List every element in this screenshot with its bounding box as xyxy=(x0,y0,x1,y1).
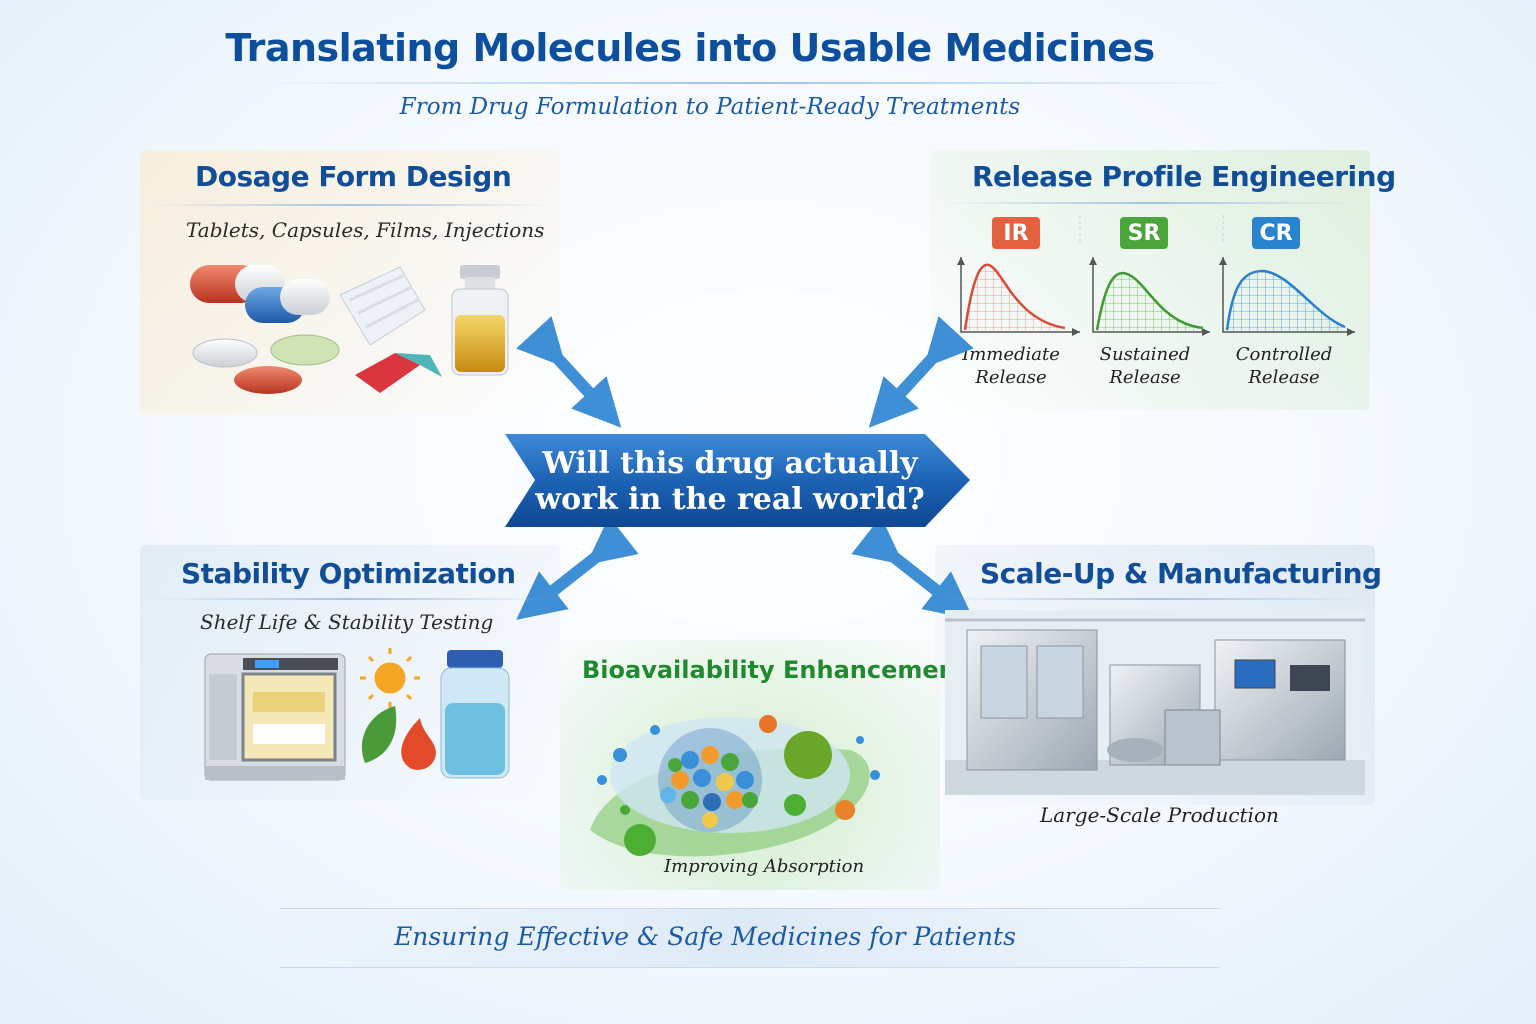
white-tablet-icon xyxy=(192,338,258,368)
scaleup-title: Scale-Up & Manufacturing xyxy=(980,557,1382,590)
stability-title: Stability Optimization xyxy=(181,557,516,590)
question-banner xyxy=(505,434,970,527)
red-tablet-icon xyxy=(234,366,302,394)
oil-vial-icon xyxy=(451,265,509,376)
red-white-capsule-icon xyxy=(190,265,285,303)
arrow-bottom-right xyxy=(851,516,974,620)
scaleup-caption: Large-Scale Production xyxy=(1040,803,1279,827)
water-jar-icon xyxy=(440,650,510,779)
arrow-bottom-left xyxy=(516,516,639,620)
bio-caption: Improving Absorption xyxy=(664,856,865,877)
page-title: Translating Molecules into Usable Medici… xyxy=(225,26,1155,70)
sr-curve xyxy=(1089,257,1210,336)
dosage-forms-illustration xyxy=(190,265,509,394)
flame-icon xyxy=(401,718,436,770)
footer-text: Ensuring Effective & Safe Medicines for … xyxy=(394,922,1016,951)
release-curves xyxy=(957,215,1355,336)
release-title: Release Profile Engineering xyxy=(972,160,1396,193)
stability-subtitle: Shelf Life & Stability Testing xyxy=(200,610,494,634)
stability-chamber-icon xyxy=(204,653,346,781)
green-particle-icon xyxy=(784,731,832,779)
blue-white-capsule-icon xyxy=(245,279,330,323)
sr-badge: SR xyxy=(1120,217,1168,249)
manufacturing-illustration xyxy=(945,610,1365,795)
page-subtitle: From Drug Formulation to Patient-Ready T… xyxy=(399,94,1021,120)
sun-icon xyxy=(360,648,420,708)
bio-title: Bioavailability Enhancement xyxy=(582,656,968,684)
arrow-top-left xyxy=(516,316,622,428)
nanoparticle-cluster-icon xyxy=(658,728,762,832)
dosage-divider xyxy=(150,204,550,206)
green-tablet-icon xyxy=(270,334,340,366)
dosage-subtitle: Tablets, Capsules, Films, Injections xyxy=(186,218,545,242)
oral-film-icon xyxy=(355,353,442,393)
film-roll-icon xyxy=(339,266,426,346)
nanoparticle-illustration xyxy=(590,715,880,857)
cr-curve xyxy=(1219,257,1355,336)
arrow-top-right xyxy=(868,316,974,428)
stability-divider xyxy=(150,598,550,600)
production-machine-icon xyxy=(966,629,1098,771)
leaf-icon xyxy=(361,706,397,763)
release-divider xyxy=(940,202,1360,204)
scaleup-divider xyxy=(945,598,1365,600)
control-monitor-icon xyxy=(1234,659,1276,689)
ir-badge: IR xyxy=(992,217,1040,249)
cr-badge: CR xyxy=(1252,217,1300,249)
dosage-title: Dosage Form Design xyxy=(195,160,512,193)
central-question: Will this drug actually work in the real… xyxy=(535,446,925,517)
stability-illustration xyxy=(204,648,510,781)
title-divider xyxy=(250,82,1250,84)
footer-band xyxy=(280,908,1220,968)
